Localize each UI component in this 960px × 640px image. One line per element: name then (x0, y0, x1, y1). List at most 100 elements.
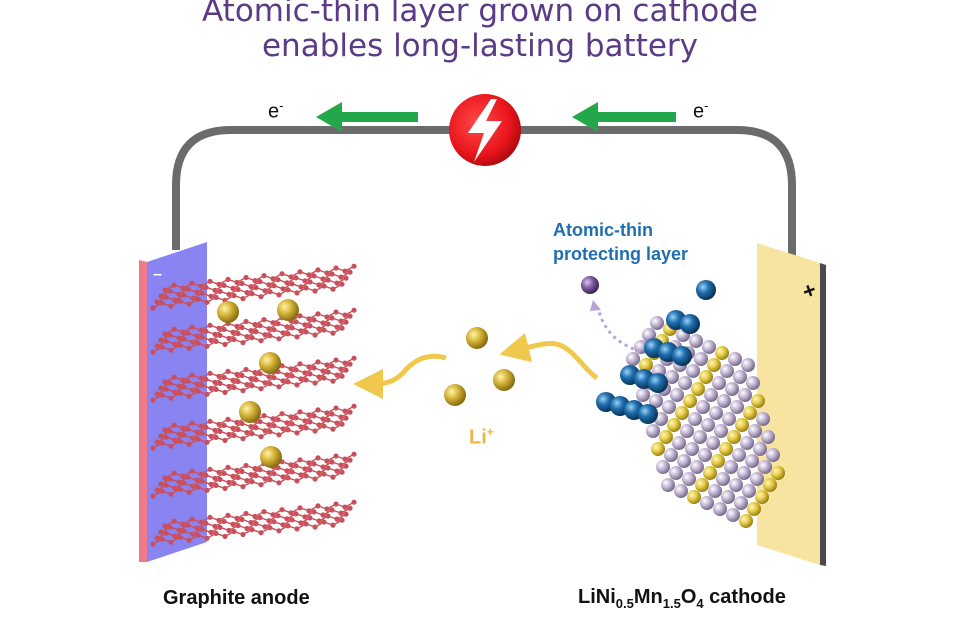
carbon-atom (330, 474, 336, 480)
carbon-atom (158, 529, 164, 535)
carbon-atom (248, 376, 254, 382)
carbon-atom (262, 288, 268, 294)
carbon-atom (285, 287, 291, 293)
carbon-atom (248, 519, 254, 526)
carbon-atom (257, 419, 263, 425)
carbon-atom (163, 434, 169, 440)
carbon-atom (180, 329, 186, 335)
carbon-atom (226, 335, 232, 341)
title-line-2: enables long-lasting battery (261, 28, 699, 64)
carbon-atom (185, 474, 191, 480)
oxygen-atom (741, 358, 755, 372)
carbon-atom (276, 528, 282, 534)
transition-metal-atom (755, 490, 769, 504)
carbon-atom (177, 342, 183, 348)
transition-metal-atom (695, 478, 709, 492)
carbon-atom (208, 293, 214, 299)
carbon-atom (231, 528, 237, 535)
carbon-atom (176, 335, 182, 341)
carbon-atom (230, 329, 236, 335)
oxygen-atom (682, 472, 696, 486)
carbon-atom (163, 482, 169, 488)
carbon-atom (185, 286, 191, 292)
carbon-atom (311, 317, 317, 323)
transition-metal-atom (771, 466, 785, 480)
carbon-atom (249, 431, 255, 437)
carbon-atom (325, 465, 331, 471)
intercalated-li-ions (217, 299, 299, 468)
carbon-atom (240, 340, 246, 346)
carbon-atom (231, 480, 237, 487)
carbon-atom (172, 533, 178, 539)
carbon-atom (213, 386, 219, 392)
carbon-atom (316, 422, 322, 428)
carbon-atom (284, 372, 290, 378)
electron-label-right: e- (693, 98, 709, 123)
carbon-atom (285, 331, 291, 337)
carbon-atom (234, 371, 240, 377)
transition-metal-atom (715, 346, 729, 360)
carbon-atom (167, 428, 173, 434)
carbon-atom (257, 323, 263, 329)
carbon-atom (270, 320, 276, 326)
carbon-atom (212, 379, 218, 385)
carbon-atom (307, 323, 313, 329)
carbon-atom (189, 516, 195, 522)
carbon-atom (294, 382, 300, 388)
carbon-atom (342, 268, 348, 274)
transition-metal-atom (763, 478, 777, 492)
electron-arrow-left (316, 102, 418, 132)
carbon-atom (171, 470, 177, 476)
carbon-atom (315, 359, 321, 365)
carbon-atom (298, 520, 304, 526)
carbon-atom (208, 385, 214, 391)
carbon-atom (150, 445, 156, 451)
carbon-atom (343, 415, 349, 421)
carbon-atom (150, 305, 156, 311)
carbon-atom (180, 377, 186, 383)
carbon-atom (186, 345, 192, 351)
transition-metal-atom (743, 406, 757, 420)
carbon-atom (303, 377, 309, 383)
oxygen-atom (717, 394, 731, 408)
carbon-atom (180, 425, 186, 431)
carbon-atom (289, 469, 295, 475)
carbon-atom (279, 507, 285, 513)
carbon-atom (306, 364, 312, 370)
carbon-atom (163, 294, 169, 300)
carbon-atom (333, 405, 339, 411)
carbon-atom (257, 371, 263, 377)
carbon-atom (171, 374, 177, 380)
carbon-atom (316, 374, 322, 380)
carbon-atom (316, 282, 322, 288)
anode-caption: Graphite anode (163, 587, 310, 609)
carbon-atom (199, 290, 205, 296)
carbon-atom (243, 274, 249, 281)
carbon-atom (240, 388, 246, 394)
protecting-layer-atom (696, 280, 716, 300)
oxygen-atom (746, 376, 760, 390)
carbon-atom (195, 484, 201, 490)
carbon-atom (333, 501, 339, 507)
carbon-atom (194, 429, 200, 435)
transition-metal-atom (659, 430, 673, 444)
carbon-atom (248, 472, 254, 478)
graphite-layer (150, 499, 357, 547)
carbon-atom (199, 382, 205, 388)
carbon-atom (162, 523, 168, 529)
oxygen-atom (758, 460, 772, 474)
carbon-atom (150, 541, 156, 547)
carbon-atom (303, 473, 309, 479)
carbon-atom (321, 283, 327, 289)
carbon-atom (225, 512, 231, 519)
carbon-atom (298, 328, 304, 334)
oxygen-atom (737, 466, 751, 480)
carbon-atom (307, 371, 313, 377)
carbon-atom (320, 464, 326, 470)
carbon-atom (321, 327, 327, 333)
carbon-atom (186, 489, 192, 495)
carbon-atom (325, 321, 331, 327)
carbon-atom (321, 423, 327, 429)
carbon-atom (226, 383, 232, 389)
carbon-atom (338, 462, 344, 468)
